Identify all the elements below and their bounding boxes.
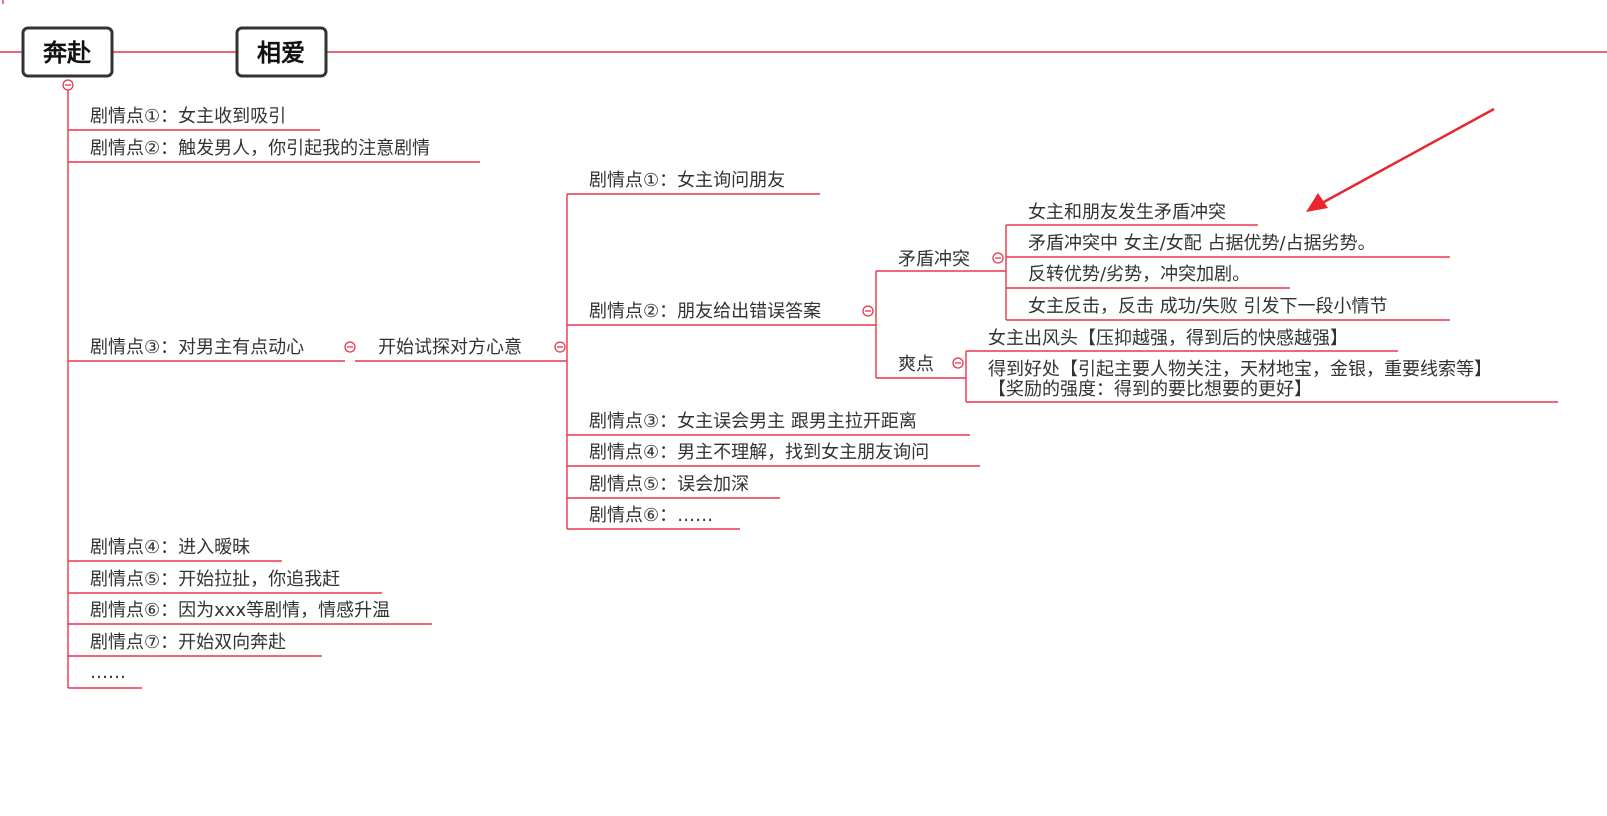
left-plot-point-5[interactable]: 剧情点⑤：开始拉扯，你追我赶 (90, 569, 340, 590)
conflict-item-2[interactable]: 矛盾冲突中 女主/女配 占据优势/占据劣势。 (1028, 233, 1376, 254)
topic-main-box (21, 26, 114, 78)
thrill-item-2-line-1[interactable]: 得到好处【引起主要人物关注，天材地宝，金银，重要线索等】 (988, 359, 1492, 380)
left-plot-point-7[interactable]: 剧情点⑦：开始双向奔赴 (90, 632, 286, 653)
probe-plot-point-4[interactable]: 剧情点④：男主不理解，找到女主朋友询问 (589, 442, 929, 463)
collapse-toggle-probe[interactable] (554, 341, 566, 353)
probe-plot-point-5[interactable]: 剧情点⑤：误会加深 (589, 474, 749, 495)
left-plot-point-1[interactable]: 剧情点①：女主收到吸引 (90, 106, 286, 127)
probe-plot-point-3[interactable]: 剧情点③：女主误会男主 跟男主拉开距离 (589, 411, 917, 432)
thrill-node[interactable]: 爽点 (898, 354, 934, 375)
topic-main[interactable]: 奔赴 (21, 26, 114, 78)
probe-intent-node[interactable]: 开始试探对方心意 (378, 337, 522, 358)
left-plot-point-4[interactable]: 剧情点④：进入暧昧 (90, 537, 250, 558)
conflict-item-3[interactable]: 反转优势/劣势，冲突加剧。 (1028, 264, 1250, 285)
topic-second[interactable]: 相爱 (235, 26, 328, 78)
topic-second-box (235, 26, 328, 78)
thrill-item-2-line-2[interactable]: 【奖励的强度：得到的要比想要的更好】 (988, 379, 1312, 400)
probe-plot-point-1[interactable]: 剧情点①：女主询问朋友 (589, 170, 785, 191)
collapse-toggle-probe-2[interactable] (862, 305, 874, 317)
topic-main-label: 奔赴 (43, 38, 92, 67)
collapse-toggle-main[interactable] (62, 79, 74, 91)
probe-plot-point-6[interactable]: 剧情点⑥：…… (589, 505, 713, 526)
conflict-item-4[interactable]: 女主反击，反击 成功/失败 引发下一段小情节 (1028, 296, 1388, 317)
probe-plot-point-2[interactable]: 剧情点②：朋友给出错误答案 (589, 301, 821, 322)
left-plot-point-3[interactable]: 剧情点③：对男主有点动心 (90, 337, 304, 358)
collapse-toggle-thrill[interactable] (952, 357, 964, 369)
left-plot-point-2[interactable]: 剧情点②：触发男人，你引起我的注意剧情 (90, 138, 430, 159)
conflict-item-1[interactable]: 女主和朋友发生矛盾冲突 (1028, 202, 1226, 223)
collapse-toggle-plot-3[interactable] (344, 341, 356, 353)
collapse-toggle-conflict[interactable] (992, 252, 1004, 264)
conflict-node[interactable]: 矛盾冲突 (898, 249, 970, 270)
left-more[interactable]: …… (90, 662, 126, 683)
topic-second-label: 相爱 (257, 38, 305, 67)
thrill-item-1[interactable]: 女主出风头【压抑越强，得到后的快感越强】 (988, 328, 1348, 349)
arrow-annotation (1306, 107, 1495, 212)
left-plot-point-6[interactable]: 剧情点⑥：因为xxx等剧情，情感升温 (90, 600, 390, 621)
